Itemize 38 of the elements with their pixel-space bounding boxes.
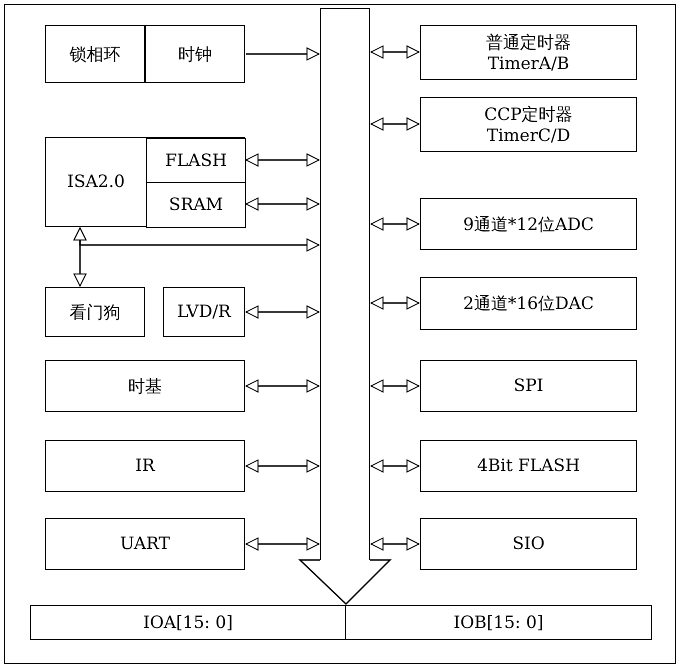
module-title: ISA2.0 (66, 172, 126, 192)
module-text: TimerC/D (486, 126, 570, 146)
double-arrow (370, 118, 420, 130)
double-arrow (370, 296, 420, 310)
module-box: SRAM (146, 182, 246, 228)
double-arrow (246, 48, 320, 60)
double-arrow (246, 538, 320, 550)
module-box: IR (45, 440, 245, 492)
module-box: LVD/R (163, 287, 245, 337)
module-text: 普通定时器 (486, 32, 571, 54)
module-text: CCP定时器 (484, 104, 573, 126)
double-arrow (370, 460, 420, 472)
double-arrow (370, 218, 420, 230)
module-box: 时基 (45, 360, 245, 412)
module-box: 2通道*16位DAC (420, 277, 637, 330)
module-box: 9通道*12位ADC (420, 198, 637, 250)
double-arrow (370, 538, 420, 550)
double-arrow (246, 460, 320, 472)
module-box: 时钟 (145, 25, 245, 83)
double-arrow (74, 228, 320, 252)
bus-arrowhead (298, 559, 392, 606)
double-arrow (246, 154, 320, 166)
double-arrow (246, 306, 320, 318)
double-arrow (370, 46, 420, 58)
module-box (420, 97, 637, 152)
double-arrow (370, 380, 420, 392)
module-box: FLASH (146, 138, 246, 183)
module-box (45, 137, 245, 227)
module-box: 锁相环 (45, 25, 145, 83)
module-box: 4Bit FLASH (420, 440, 637, 492)
double-arrow (246, 198, 320, 210)
module-text: TimerA/B (488, 54, 570, 74)
module-box: SPI (420, 360, 637, 412)
double-arrow (246, 380, 320, 392)
module-box (420, 25, 637, 80)
module-box: UART (45, 518, 245, 570)
module-box: SIO (420, 518, 637, 570)
module-box: 看门狗 (45, 287, 145, 337)
